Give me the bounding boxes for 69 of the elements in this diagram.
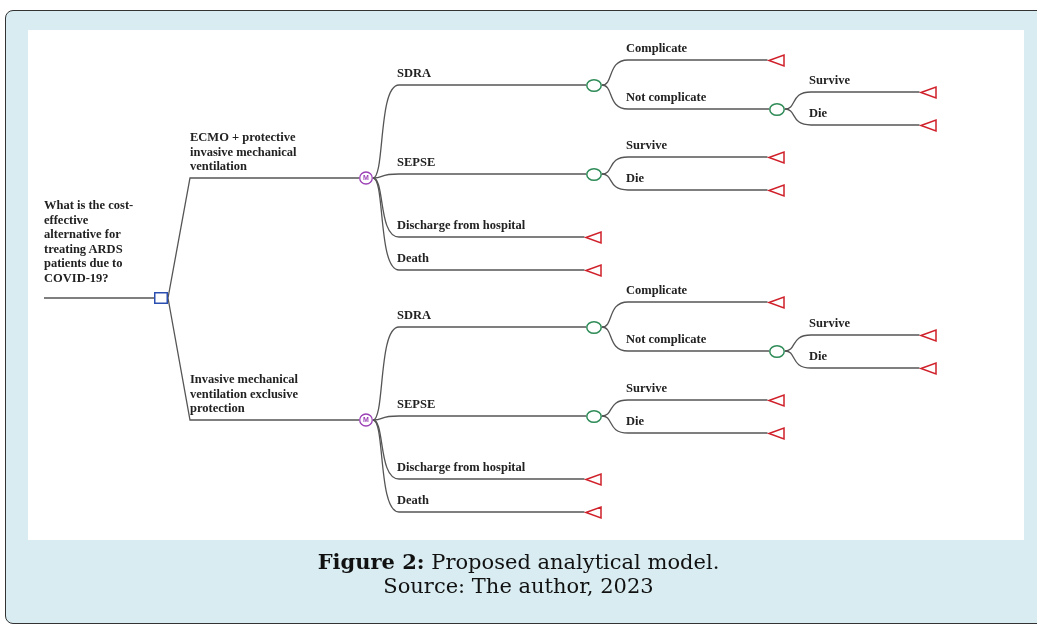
chance-circle — [769, 102, 785, 116]
terminal-triangle — [584, 472, 602, 486]
branch-label: ECMO + protective invasive mechanical ventilation — [190, 129, 298, 173]
branch-line — [372, 326, 587, 421]
terminal-triangle — [767, 183, 785, 197]
branch-line — [372, 84, 587, 179]
branch-line — [372, 419, 586, 480]
branch-label: Not complicate — [626, 331, 707, 346]
branch-line — [372, 173, 587, 179]
branch-label: Complicate — [626, 40, 688, 55]
branch-label: Die — [809, 348, 828, 363]
terminal-triangle — [584, 230, 602, 244]
branch-line — [601, 173, 769, 191]
branch-label: What is the cost-effective alternative for treating ARDS patients due to COVID-19? — [44, 198, 135, 285]
terminal-triangle — [919, 361, 937, 375]
branch-label: Survive — [626, 380, 667, 395]
terminal-triangle — [767, 53, 785, 67]
branch-line — [601, 301, 769, 328]
branch-line — [372, 177, 586, 238]
branch-line — [372, 415, 587, 421]
terminal-triangle — [767, 150, 785, 164]
chance-circle — [586, 320, 602, 334]
branch-label: Survive — [809, 315, 850, 330]
branch-line — [784, 350, 921, 369]
branch-label: SEPSE — [397, 396, 436, 411]
branch-line — [601, 415, 769, 434]
branch-line — [167, 177, 360, 299]
branch-label: Discharge from hospital — [397, 459, 526, 474]
branch-label: Die — [626, 170, 645, 185]
branch-line — [167, 297, 360, 421]
branch-label: Complicate — [626, 282, 688, 297]
terminal-triangle — [767, 393, 785, 407]
branch-label: Survive — [809, 72, 850, 87]
branch-label: Discharge from hospital — [397, 217, 526, 232]
branch-label: SEPSE — [397, 154, 436, 169]
branch-label: Invasive mechanical ventilation exclusive protection — [190, 371, 299, 415]
terminal-triangle — [584, 505, 602, 519]
terminal-triangle — [919, 328, 937, 342]
chance-circle — [586, 409, 602, 423]
branch-line — [43, 297, 155, 299]
branch-label: Survive — [626, 137, 667, 152]
branch-label: Die — [626, 413, 645, 428]
branch-line — [372, 177, 586, 271]
terminal-triangle — [767, 295, 785, 309]
branch-label: Death — [397, 250, 429, 265]
branch-label: Die — [809, 105, 828, 120]
branch-label: Death — [397, 492, 429, 507]
terminal-triangle — [919, 118, 937, 132]
branch-label: Not complicate — [626, 89, 707, 104]
decision-square — [154, 292, 168, 304]
branch-line — [601, 399, 769, 417]
terminal-triangle — [767, 426, 785, 440]
branch-label: SDRA — [397, 307, 432, 322]
branch-line — [372, 419, 586, 513]
chance-circle — [586, 167, 602, 181]
branch-line — [601, 59, 769, 86]
branch-line — [784, 334, 921, 352]
figure-caption: Figure 2: Proposed analytical model. — [316, 549, 721, 574]
branch-line — [601, 84, 770, 110]
branch-label: SDRA — [397, 65, 432, 80]
terminal-triangle — [919, 85, 937, 99]
chance-circle — [769, 344, 785, 358]
branch-line — [601, 156, 769, 175]
branch-line — [784, 108, 921, 126]
source-note: Source: The author, 2023 — [382, 574, 655, 598]
branch-line — [601, 326, 770, 352]
branch-line — [784, 91, 921, 110]
terminal-triangle — [584, 263, 602, 277]
chance-circle — [586, 78, 602, 92]
